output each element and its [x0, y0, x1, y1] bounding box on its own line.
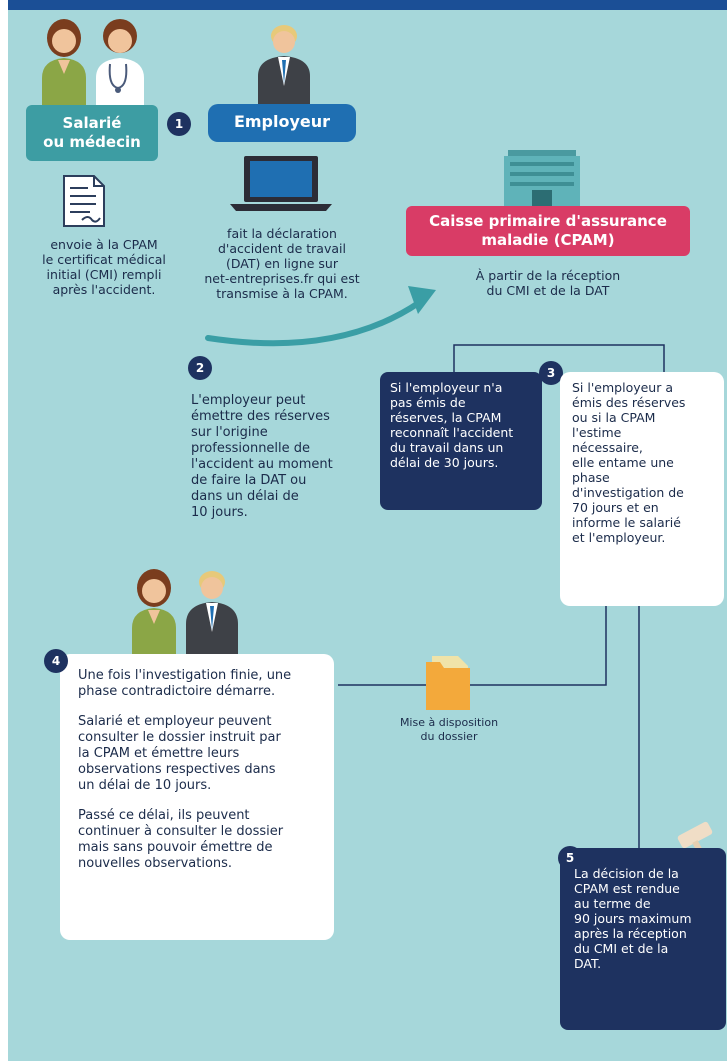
employeur-badge: Employeur — [208, 104, 356, 142]
contradictory-phase-box: Une fois l'investigation finie, une phas… — [60, 654, 334, 940]
step-1-number: 1 — [174, 117, 184, 131]
employeur-description: fait la déclaration d'accident de travai… — [204, 226, 360, 301]
doctor-icon — [96, 19, 144, 106]
infographic-canvas: Salarié ou médecin 1 Employeur Caisse pr… — [8, 0, 727, 1061]
reserves-description: L'employeur peut émettre des réserves su… — [191, 393, 333, 520]
step-2-number: 2 — [195, 361, 205, 375]
salarie-medecin-illustration — [42, 19, 144, 106]
contradictory-paragraph-2: Salarié et employeur peuvent consulter l… — [78, 714, 281, 793]
woman-icon — [42, 19, 86, 106]
step-3-marker: 3 — [539, 361, 563, 385]
step-5-number: 5 — [565, 851, 575, 865]
cpam-building-icon — [504, 150, 580, 208]
step-2-marker: 2 — [188, 356, 212, 380]
salarie-badge: Salarié ou médecin — [26, 105, 158, 161]
investigation-text: Si l'employeur a émis des réserves ou si… — [572, 380, 686, 545]
salarie-employeur-illustration — [132, 569, 238, 656]
dossier-label: Mise à disposition du dossier — [399, 716, 499, 743]
curved-arrow-head — [408, 286, 436, 314]
employeur-illustration — [258, 25, 310, 104]
branch-connector — [453, 344, 665, 378]
contradictory-paragraph-1: Une fois l'investigation finie, une phas… — [78, 668, 292, 699]
salarie-description: envoie à la CPAM le certificat médical i… — [42, 237, 166, 297]
top-bar — [8, 0, 727, 10]
no-reserves-text: Si l'employeur n'a pas émis de réserves,… — [390, 380, 514, 470]
laptop-icon — [230, 156, 332, 211]
folder-icon — [426, 656, 470, 710]
decision-text: La décision de la CPAM est rendue au ter… — [574, 866, 692, 971]
employeur-badge-label: Employeur — [233, 112, 331, 131]
step-4-marker: 4 — [44, 649, 68, 673]
man-icon — [186, 571, 238, 656]
step-5-marker: 5 — [558, 846, 582, 870]
woman-icon — [132, 569, 176, 656]
salarie-badge-label: Salarié ou médecin — [43, 114, 141, 151]
decision-box: La décision de la CPAM est rendue au ter… — [560, 848, 726, 1030]
certificate-document-icon — [63, 175, 105, 227]
cpam-badge: Caisse primaire d'assurance maladie (CPA… — [406, 206, 690, 256]
cpam-description: À partir de la réception du CMI et de la… — [475, 268, 621, 298]
step-4-number: 4 — [51, 654, 61, 668]
cpam-badge-label: Caisse primaire d'assurance maladie (CPA… — [429, 212, 667, 249]
step-1-marker: 1 — [167, 112, 191, 136]
investigation-box: Si l'employeur a émis des réserves ou si… — [560, 372, 724, 606]
no-reserves-box: Si l'employeur n'a pas émis de réserves,… — [380, 372, 542, 510]
step-3-number: 3 — [546, 366, 556, 380]
contradictory-paragraph-3: Passé ce délai, ils peuvent continuer à … — [78, 808, 284, 871]
curved-arrow — [205, 299, 423, 347]
